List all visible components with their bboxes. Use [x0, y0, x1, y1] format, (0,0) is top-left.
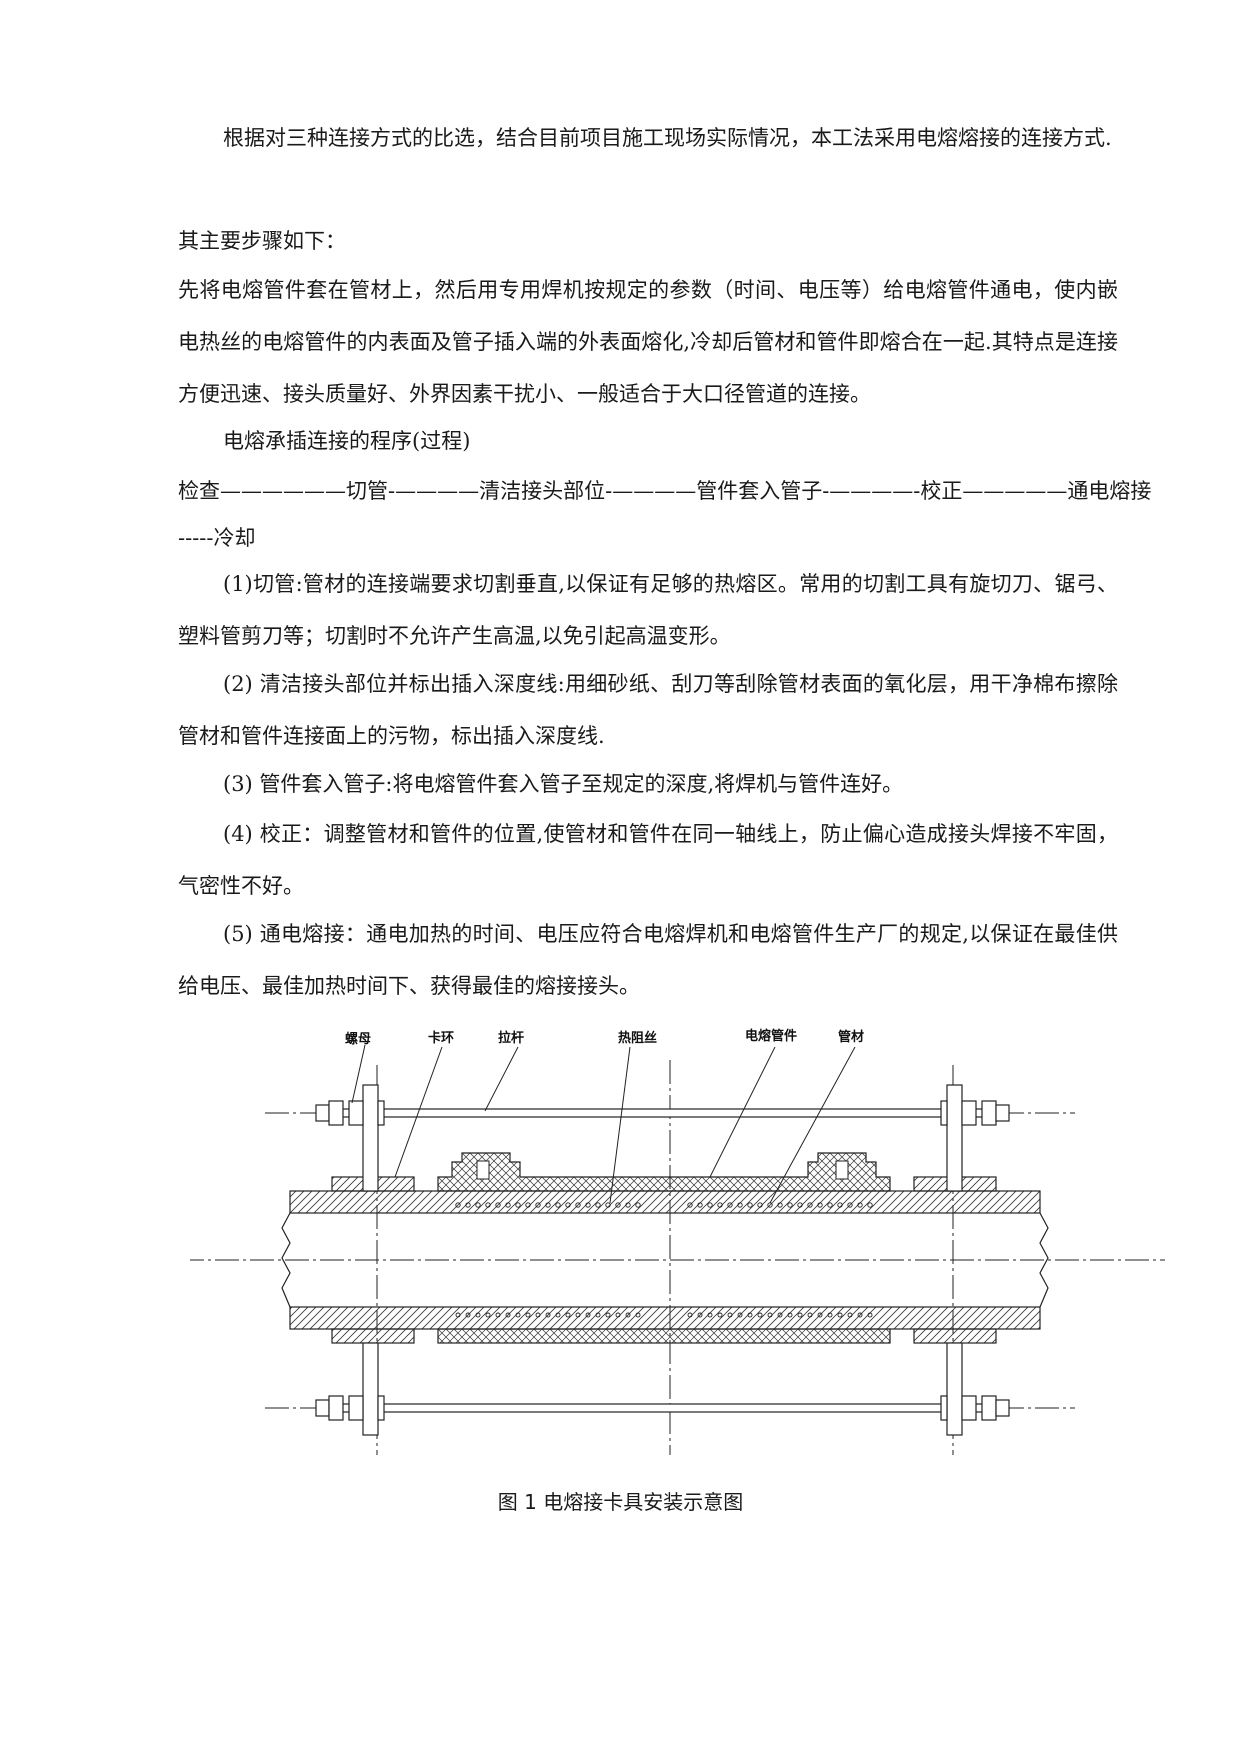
- electrofusion-fitting: [437, 1152, 891, 1344]
- label-tie-rod: 拉杆: [498, 1030, 524, 1046]
- procedure-flow-line: 检查——————切管-————清洁接头部位-————管件套入管子-————-校正…: [178, 479, 1152, 503]
- paragraph-process-description: 先将电熔管件套在管材上，然后用专用焊机按规定的参数（时间、电压等）给电熔管件通电…: [178, 278, 1118, 406]
- step-align: (4) 校正：调整管材和管件的位置,使管材和管件在同一轴线上，防止偏心造成接头焊…: [178, 822, 1118, 898]
- label-fitting: 电熔管件: [745, 1028, 797, 1044]
- figure-caption: 图 1 电熔接卡具安装示意图: [497, 1490, 744, 1514]
- procedure-flow-end: -----冷却: [178, 526, 256, 550]
- nuts: [315, 1100, 1010, 1421]
- step-clean-joint: (2) 清洁接头部位并标出插入深度线:用细砂纸、刮刀等刮除管材表面的氧化层，用干…: [178, 672, 1118, 748]
- label-heating-wire: 热阻丝: [618, 1030, 657, 1046]
- paragraph-procedure-heading: 电熔承插连接的程序(过程): [223, 429, 471, 453]
- step-electrofuse: (5) 通电熔接：通电加热的时间、电压应符合电熔焊机和电熔管件生产厂的规定,以保…: [178, 922, 1118, 998]
- step-cut-pipe: (1)切管:管材的连接端要求切割垂直,以保证有足够的热熔区。常用的切割工具有旋切…: [178, 572, 1118, 648]
- label-clamp-ring: 卡环: [428, 1030, 454, 1046]
- leader-lines: [351, 1044, 856, 1204]
- paragraph-method-selection: 根据对三种连接方式的比选，结合目前项目施工现场实际情况，本工法采用电熔熔接的连接…: [223, 126, 1112, 150]
- clamp-installation-diagram: 螺母 卡环 拉杆 热阻丝 电熔管件 管材: [190, 1028, 1165, 1455]
- label-nut: 螺母: [345, 1031, 371, 1047]
- heating-wire: [455, 1202, 873, 1318]
- step-insert-fitting: (3) 管件套入管子:将电熔管件套入管子至规定的深度,将焊机与管件连好。: [223, 772, 904, 796]
- label-pipe: 管材: [838, 1029, 864, 1045]
- paragraph-steps-intro: 其主要步骤如下：: [178, 229, 346, 253]
- pipe: [281, 1190, 1049, 1330]
